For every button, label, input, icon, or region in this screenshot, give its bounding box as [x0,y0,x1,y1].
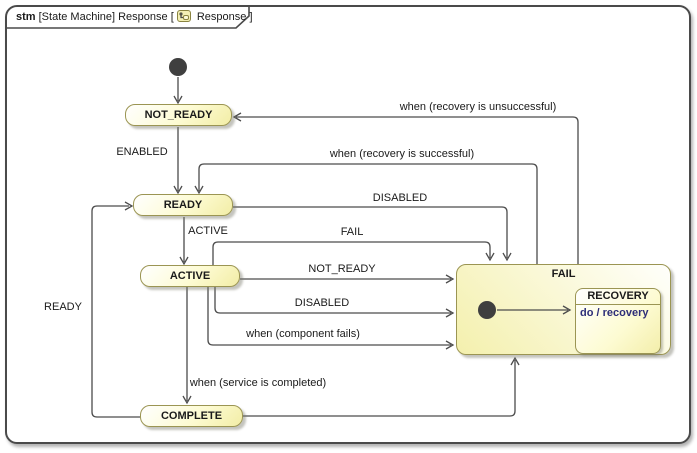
frame-diagram-name: Response [196,11,247,23]
label-service-completed[interactable]: when (service is completed) [189,377,327,389]
fail-initial-pseudostate[interactable] [478,301,496,319]
label-fail[interactable]: FAIL [340,226,364,238]
label-recovery-unsuccessful[interactable]: when (recovery is unsuccessful) [399,101,557,113]
state-recovery[interactable]: RECOVERY do / recovery [575,288,661,354]
state-not-ready-label: NOT_READY [144,109,213,121]
frame-keyword: stm [16,11,36,23]
frame-title-close: ] [249,11,253,23]
state-recovery-do-activity: do / recovery [580,307,649,319]
label-ready[interactable]: READY [44,301,82,313]
label-active[interactable]: ACTIVE [188,225,228,237]
label-disabled-from-active[interactable]: DISABLED [294,297,350,309]
diagram-frame [5,5,691,444]
frame-title-middle: [State Machine] Response [ [38,11,174,23]
state-recovery-label: RECOVERY [576,289,660,305]
state-active-label: ACTIVE [169,270,211,282]
initial-pseudostate[interactable] [169,58,187,76]
label-component-fails[interactable]: when (component fails) [246,328,360,340]
label-enabled[interactable]: ENABLED [116,146,168,158]
frame-title: stm [State Machine] Response [ Response … [16,9,253,23]
state-ready-label: READY [163,199,203,211]
state-not-ready[interactable]: NOT_READY [125,104,232,126]
label-not-ready[interactable]: NOT_READY [308,263,376,275]
state-complete-label: COMPLETE [160,410,223,422]
state-ready[interactable]: READY [133,194,233,216]
state-active[interactable]: ACTIVE [140,265,240,287]
state-fail-label: FAIL [551,268,576,280]
label-disabled-from-ready[interactable]: DISABLED [372,192,428,204]
state-complete[interactable]: COMPLETE [140,405,243,427]
label-recovery-successful[interactable]: when (recovery is successful) [329,148,475,160]
state-machine-icon [176,9,191,23]
